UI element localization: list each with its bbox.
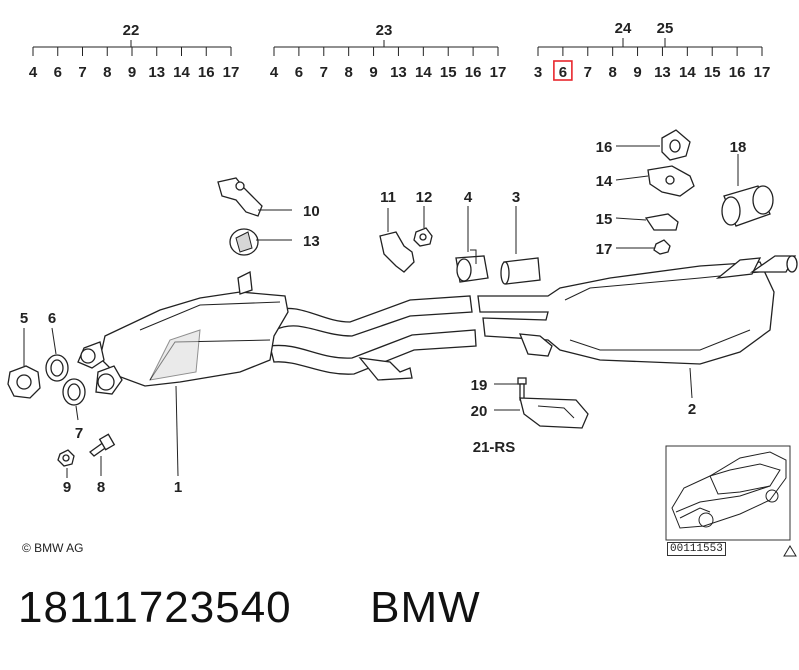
group-item-8[interactable]: 8 (344, 64, 352, 81)
callout-18: 18 (730, 139, 747, 156)
callout-15: 15 (596, 211, 613, 228)
group-item-15[interactable]: 15 (440, 64, 457, 81)
callout-7: 7 (75, 425, 83, 442)
part-3-sleeve[interactable] (500, 257, 541, 285)
callout-6: 6 (48, 310, 56, 327)
group-label-23: 23 (376, 22, 393, 39)
part-18-tailpipe-trim[interactable] (721, 185, 774, 227)
group-item-8[interactable]: 8 (103, 64, 111, 81)
part-10-bracket[interactable] (217, 177, 263, 217)
group-item-13[interactable]: 13 (148, 64, 165, 81)
group-label-25: 25 (657, 20, 674, 37)
callout-19: 19 (471, 377, 488, 394)
group-item-17[interactable]: 17 (754, 64, 771, 81)
group-item-6[interactable]: 6 (54, 64, 62, 81)
callout-21-rs: 21-RS (473, 439, 516, 456)
part-6-ring[interactable] (45, 354, 69, 382)
group-item-3[interactable]: 3 (534, 64, 542, 81)
group-item-16[interactable]: 16 (465, 64, 482, 81)
callout-12: 12 (416, 189, 433, 206)
group-item-4[interactable]: 4 (29, 64, 38, 81)
group-item-6[interactable]: 6 (295, 64, 303, 81)
group-item-14[interactable]: 14 (679, 64, 696, 81)
group-item-17[interactable]: 17 (490, 64, 507, 81)
callout-10: 10 (303, 203, 320, 220)
group-item-6[interactable]: 6 (559, 64, 567, 81)
reference-number: 00111553 (667, 542, 726, 556)
group-item-13[interactable]: 13 (654, 64, 671, 81)
group-item-9[interactable]: 9 (369, 64, 377, 81)
group-item-7[interactable]: 7 (78, 64, 86, 81)
rear-silencer[interactable] (477, 255, 798, 365)
part-9-nut[interactable] (57, 449, 75, 467)
part-15-clip[interactable] (644, 213, 679, 231)
part-11-bracket[interactable] (379, 231, 415, 273)
group-item-9[interactable]: 9 (128, 64, 136, 81)
group-item-14[interactable]: 14 (173, 64, 190, 81)
part-12-nut[interactable] (413, 227, 433, 247)
callout-labels: 10 13 11 12 4 3 16 14 15 17 18 5 6 7 8 9… (20, 139, 747, 496)
group-item-7[interactable]: 7 (320, 64, 328, 81)
callout-13: 13 (303, 233, 320, 250)
group-item-8[interactable]: 8 (608, 64, 616, 81)
part-14-bracket[interactable] (647, 165, 695, 197)
part-7-ring[interactable] (62, 378, 86, 406)
group-item-17[interactable]: 17 (223, 64, 240, 81)
copyright-notice: © BMW AG (22, 541, 84, 555)
callout-1: 1 (174, 479, 182, 496)
group-item-16[interactable]: 16 (729, 64, 746, 81)
group-item-15[interactable]: 15 (704, 64, 721, 81)
part-8-bolt[interactable] (88, 433, 116, 457)
callout-17: 17 (596, 241, 613, 258)
part-13-rubber-mount[interactable] (229, 228, 259, 256)
group-item-4[interactable]: 4 (270, 64, 279, 81)
brand-name: BMW (370, 583, 481, 632)
group-label-22: 22 (123, 22, 140, 39)
callout-20: 20 (471, 403, 488, 420)
vehicle-inset (665, 445, 791, 541)
callout-4: 4 (464, 189, 473, 206)
part-20-heat-shield[interactable] (519, 397, 589, 429)
footer-caption: 18111723540 BMW (18, 583, 481, 633)
part-17-nut[interactable] (653, 239, 671, 255)
part-number: 18111723540 (18, 583, 292, 632)
part-16-rubber-hanger[interactable] (661, 129, 691, 161)
callout-5: 5 (20, 310, 28, 327)
warning-triangle-icon (783, 545, 797, 557)
callout-11: 11 (380, 189, 396, 206)
group-label-24: 24 (615, 20, 632, 37)
callout-3: 3 (512, 189, 520, 206)
group-item-7[interactable]: 7 (584, 64, 592, 81)
part-5-flange-gasket[interactable] (7, 365, 41, 399)
front-pipe-assembly[interactable] (77, 271, 477, 395)
callout-14: 14 (596, 173, 613, 190)
part-4-clamp[interactable] (455, 249, 489, 283)
group-item-9[interactable]: 9 (633, 64, 641, 81)
highlight-box (553, 60, 573, 81)
callout-9: 9 (63, 479, 71, 496)
group-item-13[interactable]: 13 (390, 64, 407, 81)
group-item-14[interactable]: 14 (415, 64, 432, 81)
callout-8: 8 (97, 479, 105, 496)
leader-lines (23, 145, 739, 478)
callout-2: 2 (688, 401, 696, 418)
group-item-16[interactable]: 16 (198, 64, 215, 81)
callout-16: 16 (596, 139, 613, 156)
part-19-screw[interactable] (517, 377, 527, 401)
